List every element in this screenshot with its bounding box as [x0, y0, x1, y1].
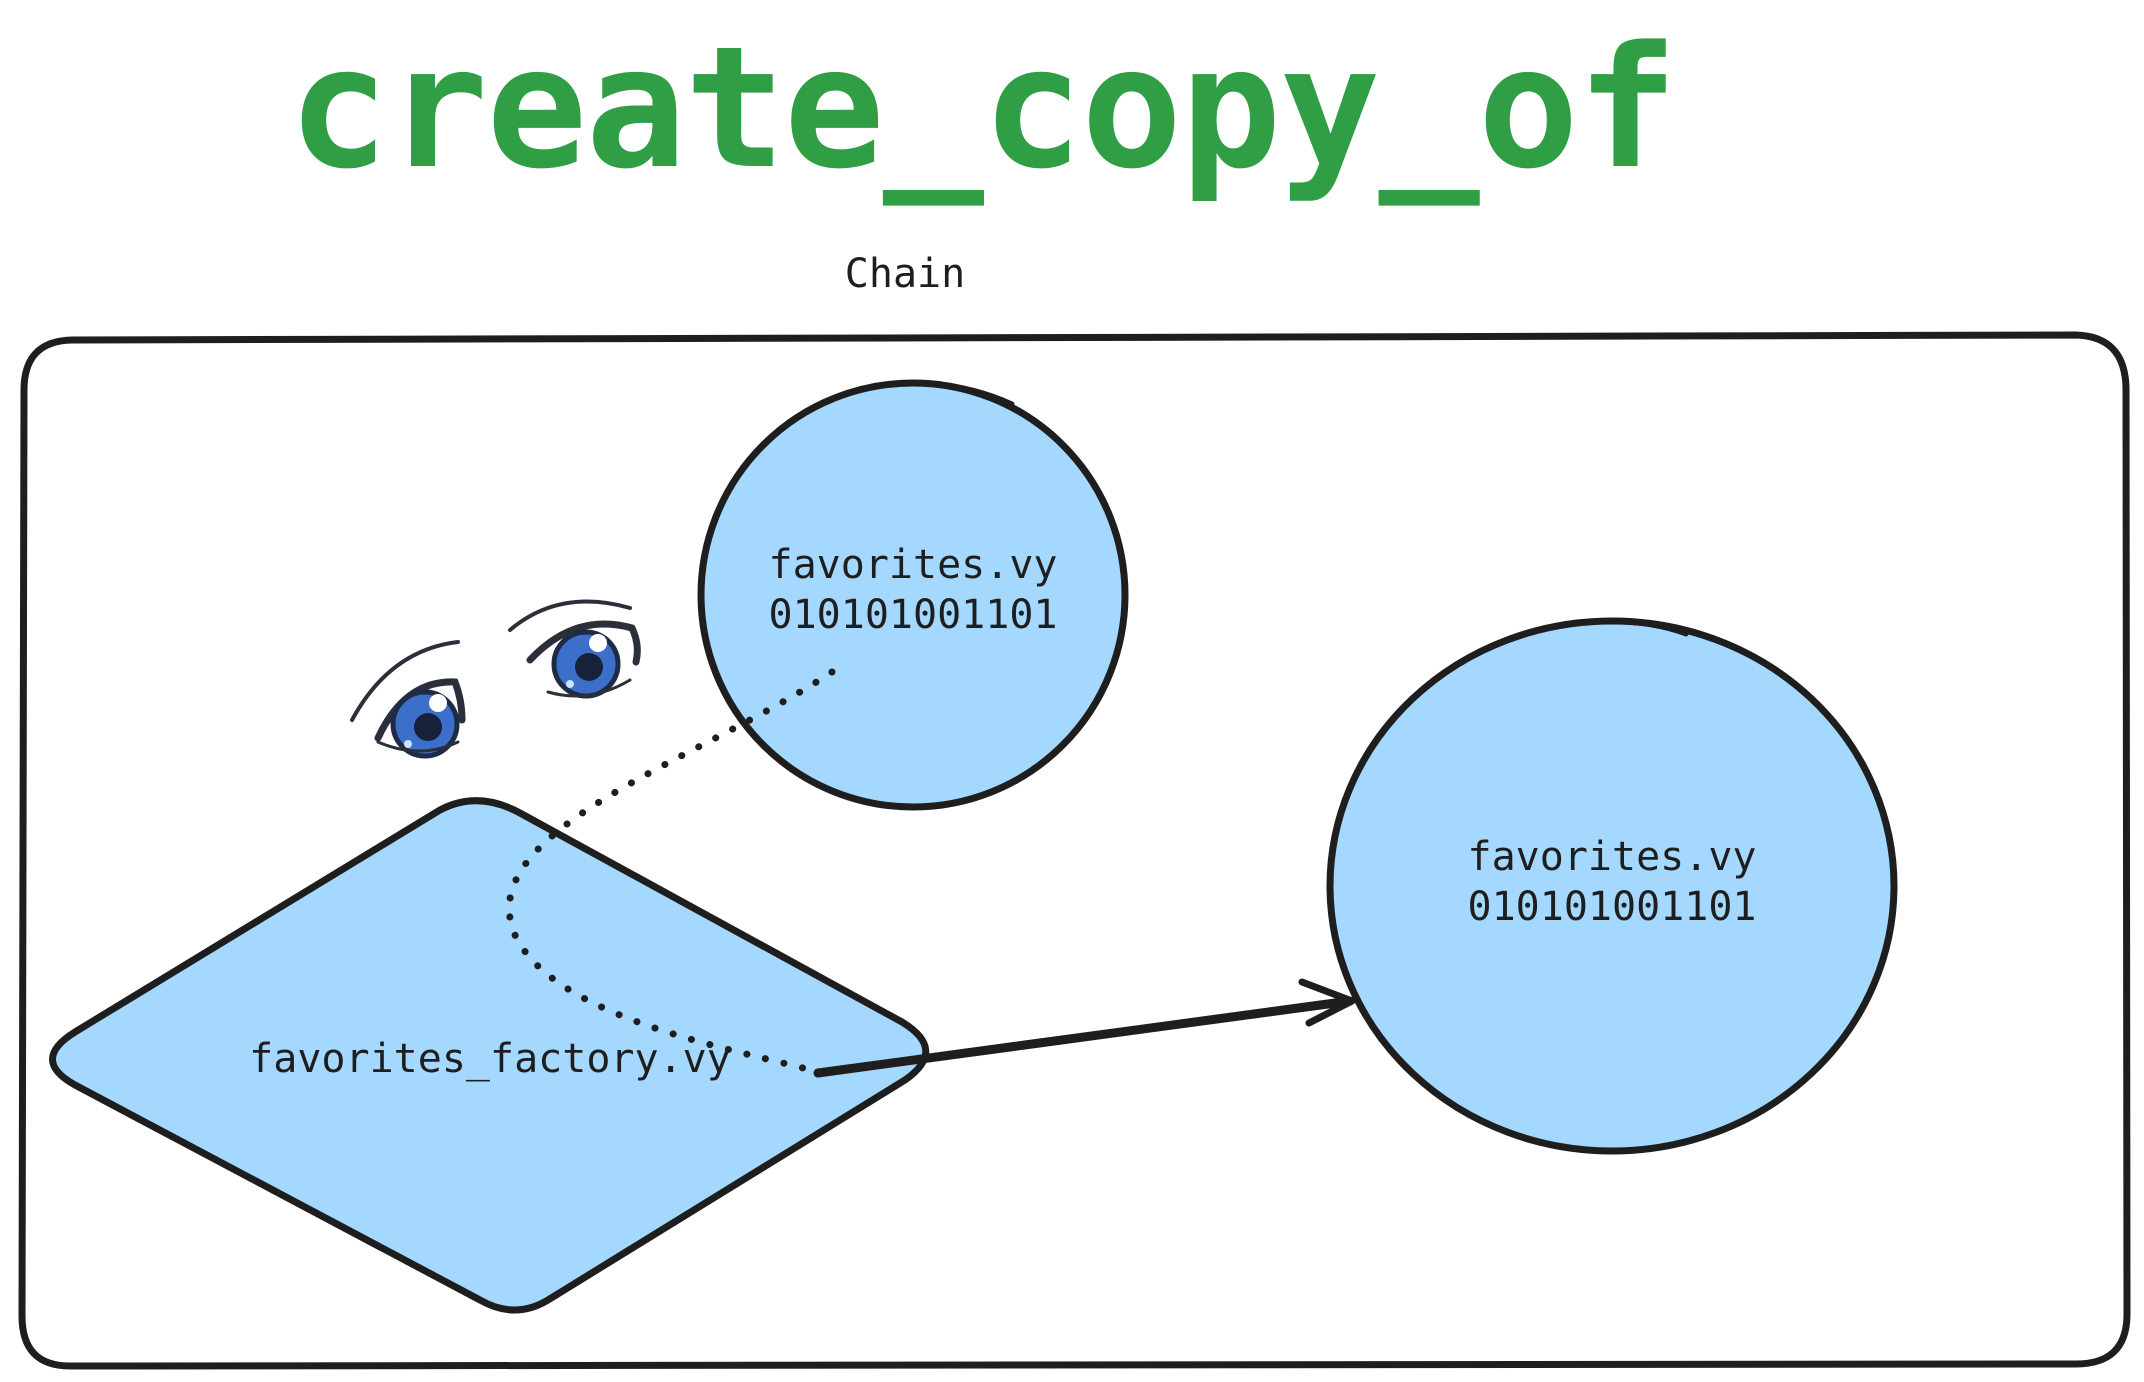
chain-label: Chain: [845, 251, 965, 297]
read-bytecode-dotted-connector: [505, 668, 836, 1076]
create-copy-arrow: [813, 978, 1356, 1078]
watching-eyes-icon: [350, 599, 641, 759]
chain-container: [18, 331, 2131, 1370]
factory-contract-node: favorites_factory.vy: [49, 797, 930, 1314]
diagram-title: create_copy_of: [288, 10, 1676, 206]
copied-contract-node: favorites.vy 010101001101: [1326, 617, 1898, 1155]
original-contract-node: favorites.vy 010101001101: [697, 379, 1129, 811]
copied-contract-name: favorites.vy: [1468, 834, 1757, 880]
original-contract-bytecode: 010101001101: [769, 592, 1058, 638]
copied-contract-bytecode: 010101001101: [1468, 884, 1757, 930]
original-contract-name: favorites.vy: [769, 542, 1058, 588]
factory-contract-label: favorites_factory.vy: [249, 1036, 731, 1082]
